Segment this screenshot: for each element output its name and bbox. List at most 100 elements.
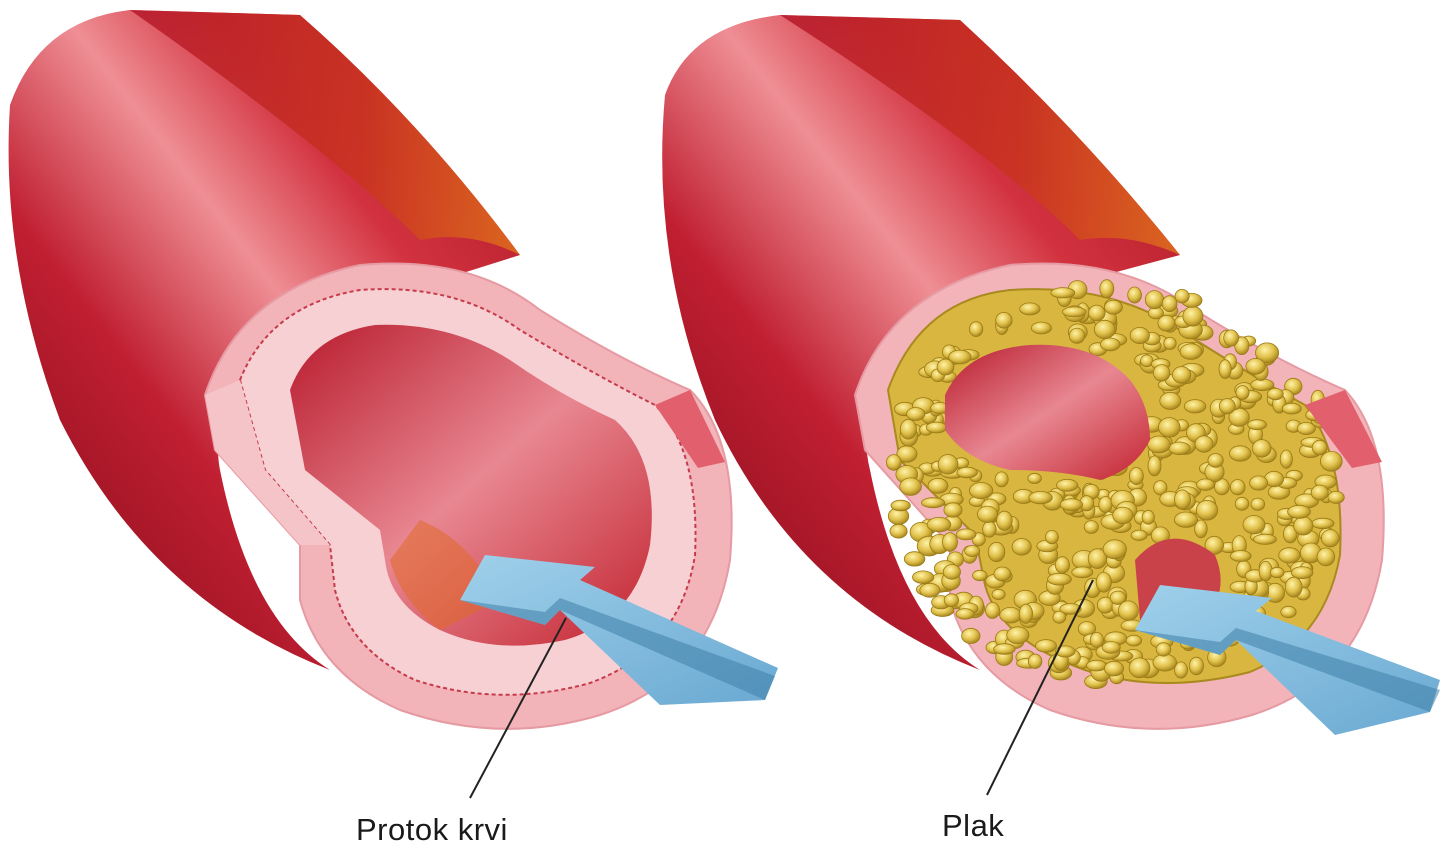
plaque-particle: [1282, 403, 1301, 414]
plaque-particle: [1100, 338, 1120, 351]
plaque-particle: [997, 511, 1013, 530]
plaque-particle: [1130, 327, 1149, 343]
plaque-particle: [1281, 606, 1296, 617]
plaque-particle: [938, 455, 958, 475]
clogged-artery: [662, 15, 1440, 795]
plaque-particle: [1267, 388, 1283, 399]
plaque-particle: [1174, 512, 1197, 527]
plaque-particle: [988, 542, 1005, 561]
plaque-particle: [994, 567, 1011, 581]
plaque-particle: [1180, 344, 1202, 360]
plaque-particle: [1250, 476, 1268, 490]
plaque-particle: [1020, 303, 1040, 315]
plaque-particle: [969, 322, 982, 337]
plaque-particle: [1148, 456, 1161, 476]
plaque-particle: [1328, 491, 1344, 503]
plaque-particle: [890, 524, 907, 538]
plaque-particle: [1000, 607, 1022, 623]
plaque-particle: [1062, 307, 1086, 317]
plaque-particle: [1096, 572, 1111, 592]
plaque-particle: [1246, 359, 1265, 375]
plaque-particle: [995, 472, 1008, 487]
plaque-particle: [907, 408, 925, 421]
plaque-particle: [1028, 654, 1042, 668]
plaque-particle: [1048, 573, 1072, 585]
plaque-particle: [1142, 510, 1154, 524]
plaque-particle: [920, 583, 940, 597]
plaque-particle: [1162, 296, 1177, 312]
plaque-particle: [1311, 485, 1328, 500]
plaque-particle: [1164, 337, 1176, 349]
plaque-particle: [1089, 305, 1106, 321]
plaque-particle: [1145, 291, 1163, 309]
plaque-particle: [1156, 643, 1171, 656]
plaque-particle: [1279, 548, 1300, 563]
plaque-particle: [1252, 440, 1271, 458]
blood-flow-label: Protok krvi: [356, 812, 508, 848]
plaque-particle: [1102, 642, 1120, 654]
plaque-particle: [1219, 399, 1235, 414]
plaque-particle: [1312, 518, 1334, 528]
plaque-particle: [956, 609, 974, 620]
plaque-particle: [1321, 530, 1339, 547]
plaque-particle: [1317, 548, 1335, 566]
plaque-particle: [1230, 551, 1251, 562]
plaque-particle: [1219, 360, 1231, 379]
plaque-particle: [1084, 521, 1098, 534]
plaque-particle: [913, 571, 934, 584]
plaque-particle: [937, 359, 954, 375]
plaque-particle: [1104, 661, 1123, 676]
plaque-particle: [1172, 367, 1191, 384]
plaque-particle: [922, 498, 945, 508]
plaque-particle: [1288, 505, 1311, 518]
plaque-particle: [904, 552, 925, 566]
plaque-particle: [1158, 315, 1175, 331]
plaque-particle: [1029, 491, 1052, 503]
plaque-particle: [1270, 567, 1284, 577]
plaque-particle: [1230, 480, 1245, 495]
plaque-particle: [900, 478, 922, 495]
plaque-particle: [1243, 516, 1265, 534]
plaque-particle: [1280, 450, 1292, 468]
plaque-particle: [1175, 289, 1189, 303]
plaque-particle: [973, 570, 988, 580]
plaque-particle: [1235, 497, 1249, 510]
plaque-particle: [944, 594, 958, 607]
plaque-particle: [1090, 632, 1103, 647]
plaque-particle: [1104, 300, 1122, 314]
plaque-particle: [1169, 442, 1190, 455]
plaque-particle: [1196, 500, 1217, 520]
plaque-particle: [1148, 436, 1171, 453]
plaque-particle: [994, 644, 1016, 655]
plaque-particle: [1160, 392, 1181, 409]
plaque-particle: [1072, 567, 1093, 578]
plaque-particle: [1019, 604, 1032, 623]
plaque-particle: [1195, 436, 1213, 452]
plaque-particle: [891, 500, 910, 511]
plaque-particle: [1128, 287, 1142, 303]
plaque-particle: [956, 529, 976, 540]
plaque-particle: [957, 467, 978, 478]
plaque-particle: [1055, 557, 1069, 574]
plaque-particle: [1028, 473, 1042, 483]
plaque-particle: [886, 455, 901, 471]
plaque-particle: [1248, 420, 1267, 430]
plaque-particle: [1320, 451, 1342, 471]
plaque-particle: [1007, 627, 1029, 644]
plaque-particle: [1159, 418, 1181, 438]
plaque-particle: [1254, 534, 1277, 544]
plaque-particle: [1184, 400, 1206, 413]
plaque-particle: [983, 521, 997, 537]
plaque-particle: [1208, 454, 1223, 468]
plaque-particle: [986, 602, 1000, 618]
plaque-particle: [1126, 635, 1142, 646]
plaque-particle: [1131, 530, 1147, 540]
plaque-particle: [927, 517, 951, 531]
plaque-particle: [996, 312, 1012, 328]
plaque-particle: [1012, 539, 1031, 556]
plaque-particle: [1051, 288, 1075, 298]
plaque-particle: [928, 478, 948, 493]
plaque-particle: [1057, 479, 1078, 491]
plaque-label: Plak: [942, 808, 1004, 844]
